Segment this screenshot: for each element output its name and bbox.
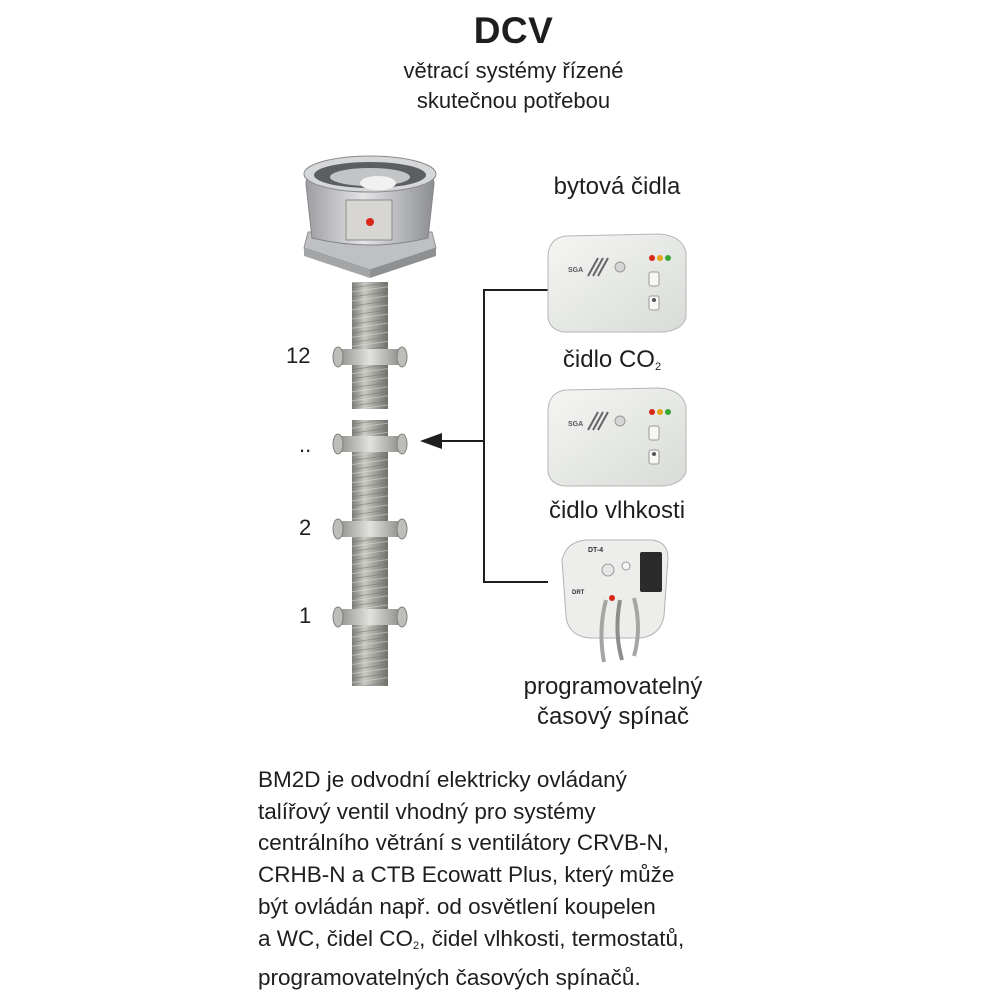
co2-green-led-icon bbox=[665, 255, 671, 261]
desc-line6-sub: 2 bbox=[413, 939, 420, 952]
timer-switch-label: programovatelný časový spínač bbox=[493, 672, 733, 732]
valve-floor-12 bbox=[332, 346, 408, 368]
description-paragraph: BM2D je odvodní elektricky ovládaný talí… bbox=[258, 764, 858, 994]
subtitle-line-1: větrací systémy řízené bbox=[403, 58, 624, 83]
humidity-sensor-label: čidlo vlhkosti bbox=[548, 497, 686, 524]
description-line-6: a WC, čidel CO2, čidel vlhkosti, termost… bbox=[258, 923, 858, 963]
fan-switch-icon bbox=[366, 218, 374, 226]
humidity-orange-led-icon bbox=[657, 409, 663, 415]
co2-brand-text: SGA bbox=[568, 267, 583, 274]
description-line-7: programovatelných časových spínačů. bbox=[258, 965, 641, 991]
description-line-1: BM2D je odvodní elektricky ovládaný bbox=[258, 767, 627, 792]
desc-line6-b: , čidel vlhkosti, termostatů, bbox=[419, 925, 685, 951]
co2-label-text: čidlo CO bbox=[562, 346, 655, 373]
co2-red-led-icon bbox=[649, 255, 655, 261]
timer-model-short-text: DRT bbox=[572, 590, 585, 596]
timer-label-line-1: programovatelný bbox=[523, 673, 703, 700]
floor-label-2: 2 bbox=[299, 515, 312, 540]
description-line-4: CRHB-N a CTB Ecowatt Plus, který může bbox=[258, 862, 675, 888]
diagram-subtitle: větrací systémy řízené skutečnou potřebo… bbox=[300, 56, 727, 116]
valve-floor-1 bbox=[332, 606, 408, 628]
valve-floor-2 bbox=[332, 518, 408, 540]
co2-sensor: SGA bbox=[547, 233, 687, 333]
signal-arrowhead bbox=[420, 433, 442, 449]
description-line-5: být ovládán např. od osvětlení koupelen bbox=[258, 893, 656, 919]
timer-label-line-2: časový spínač bbox=[536, 703, 690, 730]
co2-orange-led-icon bbox=[657, 255, 663, 261]
co2-label-subscript: 2 bbox=[654, 361, 662, 373]
duct-riser bbox=[352, 282, 388, 686]
diagram-title: DCV bbox=[473, 10, 554, 51]
timer-switch: DT-4 DRT bbox=[561, 539, 669, 663]
roof-fan bbox=[303, 155, 437, 278]
timer-module-icon bbox=[640, 552, 662, 592]
description-line-2: talířový ventil vhodný pro systémy bbox=[258, 798, 596, 824]
co2-brand-logo-icon bbox=[587, 257, 609, 277]
floor-label-1: 1 bbox=[299, 603, 312, 628]
subtitle-line-2: skutečnou potřebou bbox=[416, 88, 611, 113]
co2-sensor-label: čidlo CO2 bbox=[512, 345, 712, 382]
sensors-group-label: bytová čidla bbox=[553, 173, 681, 200]
valve-floor-n bbox=[332, 433, 408, 455]
humidity-brand-text: SGA bbox=[568, 421, 583, 428]
humidity-brand-logo-icon bbox=[587, 411, 609, 431]
description-line-3: centrálního větrání s ventilátory CRVB-N… bbox=[258, 830, 670, 856]
floor-label-ellipsis: .. bbox=[299, 432, 312, 457]
signal-bracket-line bbox=[440, 289, 548, 583]
timer-red-led-icon bbox=[609, 595, 615, 601]
desc-line6-a: a WC, čidel CO bbox=[258, 925, 414, 951]
humidity-green-led-icon bbox=[665, 409, 671, 415]
timer-model-text: DT-4 bbox=[588, 547, 603, 554]
floor-label-12: 12 bbox=[286, 343, 311, 368]
humidity-red-led-icon bbox=[649, 409, 655, 415]
humidity-sensor: SGA bbox=[547, 387, 687, 487]
